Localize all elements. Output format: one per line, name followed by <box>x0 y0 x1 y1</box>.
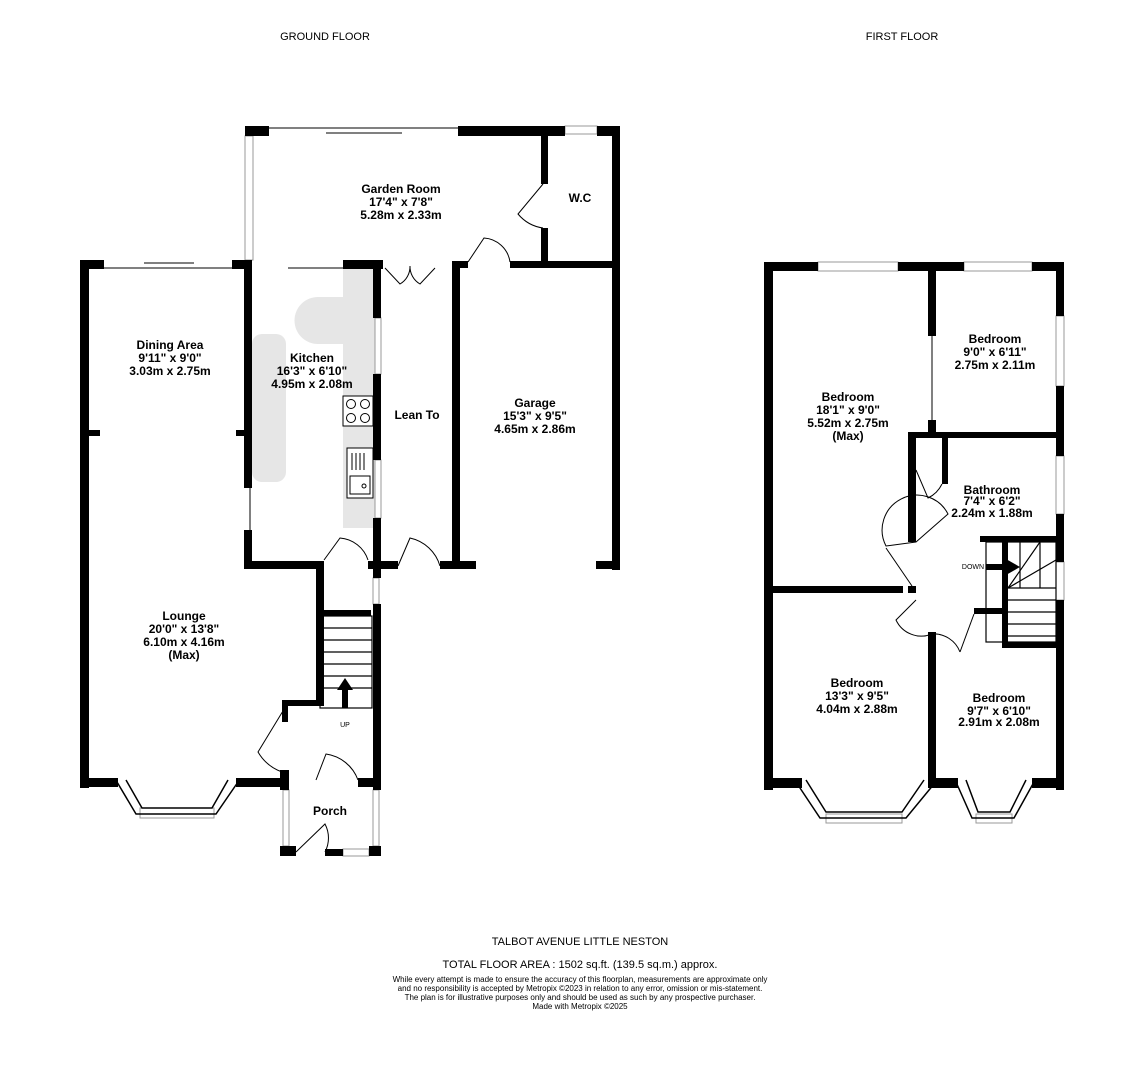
svg-text:4.04m x 2.88m: 4.04m x 2.88m <box>816 702 897 716</box>
svg-text:Dining Area: Dining Area <box>137 338 204 352</box>
hob-icon <box>342 395 374 427</box>
dining-area-label: Dining Area 9'11" x 9'0" 3.03m x 2.75m <box>129 338 210 378</box>
stairs-down-label: DOWN <box>962 564 984 571</box>
svg-text:9'0" x 6'11": 9'0" x 6'11" <box>963 345 1026 359</box>
lounge-label: Lounge 20'0" x 13'8" 6.10m x 4.16m (Max) <box>143 609 224 662</box>
svg-text:Lounge: Lounge <box>162 609 206 623</box>
svg-text:2.75m x 2.11m: 2.75m x 2.11m <box>955 358 1036 372</box>
sink-icon <box>346 447 374 499</box>
svg-text:17'4" x 7'8": 17'4" x 7'8" <box>369 195 433 209</box>
windows <box>139 125 598 857</box>
svg-text:The plan is for illustrative p: The plan is for illustrative purposes on… <box>405 993 756 1002</box>
lean-to-label: Lean To <box>394 408 439 422</box>
door-swings <box>257 183 544 853</box>
svg-text:15'3" x 9'5": 15'3" x 9'5" <box>503 409 567 423</box>
svg-text:20'0" x 13'8": 20'0" x 13'8" <box>149 622 219 636</box>
wc-label: W.C <box>569 191 592 205</box>
disclaimer: While every attempt is made to ensure th… <box>393 975 768 1011</box>
svg-text:While every attempt is made to: While every attempt is made to ensure th… <box>393 975 768 984</box>
lounge-bay-window <box>116 779 239 815</box>
svg-text:Bedroom: Bedroom <box>969 332 1022 346</box>
svg-text:2.24m x 1.88m: 2.24m x 1.88m <box>951 506 1032 520</box>
stairs-down-arrow-icon <box>986 559 1020 575</box>
bathroom-label: Bathroom 7'4" x 6'2" 2.24m x 1.88m <box>951 483 1032 520</box>
ground-floor-walls <box>80 126 620 856</box>
svg-text:2.91m x 2.08m: 2.91m x 2.08m <box>958 715 1039 729</box>
svg-text:18'1" x 9'0": 18'1" x 9'0" <box>816 403 880 417</box>
svg-text:Garden Room: Garden Room <box>361 182 440 196</box>
ground-floor-label: GROUND FLOOR <box>280 31 370 43</box>
total-area-text: TOTAL FLOOR AREA : 1502 sq.ft. (139.5 sq… <box>443 959 718 971</box>
svg-text:4.95m x 2.08m: 4.95m x 2.08m <box>271 377 352 391</box>
svg-text:4.65m x 2.86m: 4.65m x 2.86m <box>494 422 575 436</box>
porch-label: Porch <box>313 804 347 818</box>
garden-room-label: Garden Room 17'4" x 7'8" 5.28m x 2.33m <box>360 182 441 222</box>
first-floor-label: FIRST FLOOR <box>866 31 939 43</box>
bedroom-1-label: Bedroom 18'1" x 9'0" 5.52m x 2.75m (Max) <box>807 390 888 443</box>
svg-text:3.03m x 2.75m: 3.03m x 2.75m <box>129 364 210 378</box>
stairs-up-label: UP <box>340 722 350 729</box>
svg-text:16'3" x 6'10": 16'3" x 6'10" <box>277 364 347 378</box>
first-floor-bay-windows <box>795 779 1035 819</box>
svg-text:7'4" x 6'2": 7'4" x 6'2" <box>963 494 1020 508</box>
svg-text:9'7" x 6'10": 9'7" x 6'10" <box>967 704 1031 718</box>
svg-text:Bedroom: Bedroom <box>822 390 875 404</box>
first-floor-walls <box>764 262 1064 790</box>
sliding-doors <box>104 127 458 530</box>
svg-text:(Max): (Max) <box>168 648 199 662</box>
svg-text:5.28m x 2.33m: 5.28m x 2.33m <box>360 208 441 222</box>
svg-text:Bathroom: Bathroom <box>964 483 1021 497</box>
first-floor-door-swings <box>881 469 975 653</box>
svg-text:Made with Metropix ©2025: Made with Metropix ©2025 <box>532 1002 628 1011</box>
stairs-up-arrow-icon <box>337 678 353 708</box>
svg-text:Garage: Garage <box>514 396 556 410</box>
svg-text:Bedroom: Bedroom <box>831 676 884 690</box>
address-text: TALBOT AVENUE LITTLE NESTON <box>492 936 669 948</box>
svg-text:Bedroom: Bedroom <box>973 691 1026 705</box>
first-floor-stairs <box>985 541 1057 643</box>
svg-text:9'11" x 9'0": 9'11" x 9'0" <box>138 351 201 365</box>
svg-text:5.52m x 2.75m: 5.52m x 2.75m <box>807 416 888 430</box>
svg-text:Kitchen: Kitchen <box>290 351 334 365</box>
svg-text:and no responsibility is accep: and no responsibility is accepted by Met… <box>398 984 763 993</box>
svg-text:13'3" x 9'5": 13'3" x 9'5" <box>825 689 889 703</box>
bedroom-2-label: Bedroom 9'0" x 6'11" 2.75m x 2.11m <box>955 332 1036 372</box>
svg-text:(Max): (Max) <box>832 429 863 443</box>
svg-text:6.10m x 4.16m: 6.10m x 4.16m <box>143 635 224 649</box>
bedroom-4-label: Bedroom 9'7" x 6'10" 2.91m x 2.08m <box>958 691 1039 729</box>
bedroom-3-label: Bedroom 13'3" x 9'5" 4.04m x 2.88m <box>816 676 897 716</box>
kitchen-label: Kitchen 16'3" x 6'10" 4.95m x 2.08m <box>271 351 352 391</box>
garage-label: Garage 15'3" x 9'5" 4.65m x 2.86m <box>494 396 575 436</box>
